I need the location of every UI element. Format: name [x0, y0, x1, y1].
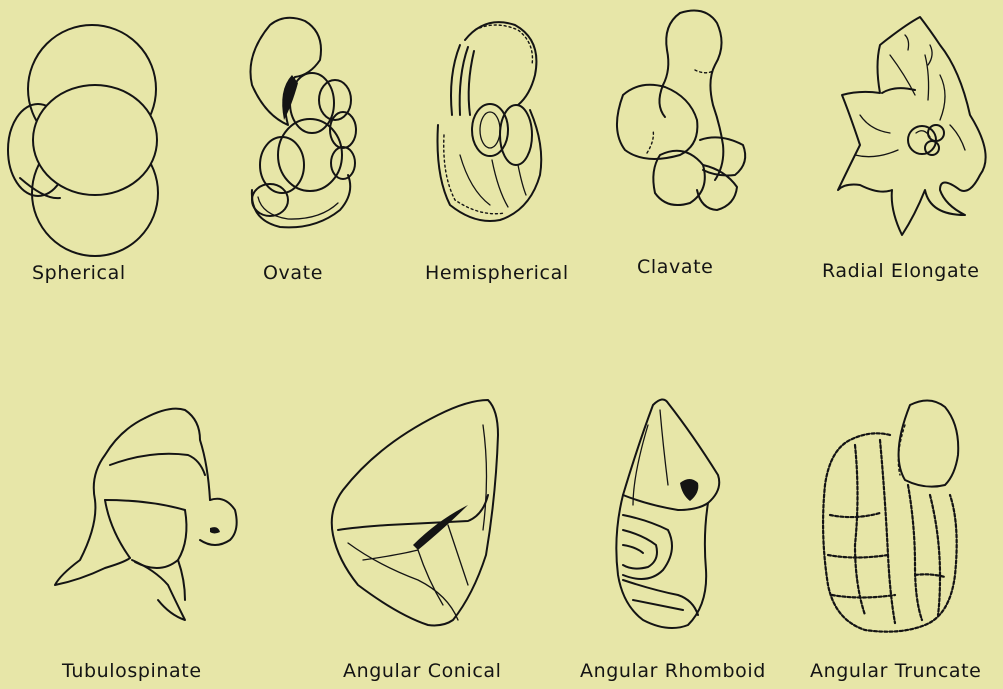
radial-elongate-figure — [820, 15, 1000, 245]
label-angular-rhomboid: Angular Rhomboid — [580, 660, 766, 682]
hemispherical-figure — [430, 15, 560, 240]
clavate-figure — [605, 5, 755, 215]
tubulospinate-figure — [50, 400, 250, 625]
angular-conical-figure — [318, 395, 518, 635]
label-ovate: Ovate — [263, 262, 323, 284]
angular-truncate-figure — [810, 395, 970, 640]
label-spherical: Spherical — [32, 262, 126, 284]
ovate-figure — [240, 15, 370, 245]
label-clavate: Clavate — [637, 256, 713, 278]
label-tubulospinate: Tubulospinate — [62, 660, 202, 682]
label-radial-elongate: Radial Elongate — [822, 260, 980, 282]
spherical-figure — [0, 0, 200, 250]
angular-rhomboid-figure — [608, 395, 738, 635]
label-angular-conical: Angular Conical — [343, 660, 502, 682]
label-angular-truncate: Angular Truncate — [810, 660, 981, 682]
label-hemispherical: Hemispherical — [425, 262, 569, 284]
